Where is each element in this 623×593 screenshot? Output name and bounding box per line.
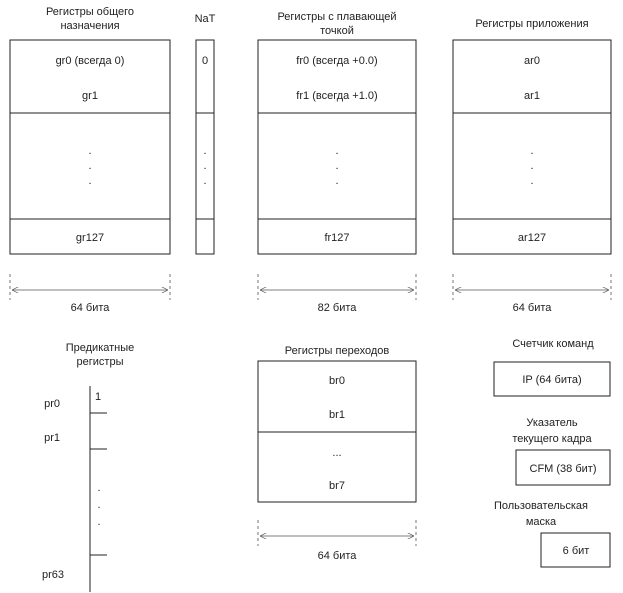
br0-label: br0 — [329, 375, 345, 387]
predicate-ellipsis-dot: . — [97, 499, 100, 511]
app-ellipsis-dot: . — [530, 160, 533, 172]
pr0-label: pr0 — [44, 398, 60, 410]
user-mask: Пользовательская маска 6 бит — [494, 500, 611, 568]
fr127-label: fr127 — [324, 232, 349, 244]
nat-ellipsis-dot: . — [203, 145, 206, 157]
general-register-file — [9, 39, 171, 255]
float-register-file — [257, 39, 417, 255]
float-ellipsis-dot: . — [335, 175, 338, 187]
br7-label: br7 — [329, 480, 345, 492]
general-title-2: назначения — [60, 20, 119, 32]
branch-registers: Регистры переходов br0 br1 ... br7 64 би… — [257, 345, 417, 562]
predicate-title-1: Предикатные — [66, 342, 135, 354]
general-ellipsis-dot: . — [88, 145, 91, 157]
nat-first-value: 0 — [202, 55, 208, 67]
um-title-2: маска — [526, 516, 557, 528]
um-register — [540, 532, 611, 568]
cfm-title-1: Указатель — [526, 417, 578, 429]
float-ellipsis-dot: . — [335, 145, 338, 157]
float-ellipsis-dot: . — [335, 160, 338, 172]
app-title: Регистры приложения — [475, 18, 588, 30]
nat-bit-column — [195, 39, 215, 255]
app-ellipsis-dot: . — [530, 145, 533, 157]
app-width-label: 64 бита — [513, 302, 553, 314]
fr0-label: fr0 (всегда +0.0) — [296, 55, 377, 67]
ar1-label: ar1 — [524, 90, 540, 102]
um-title-1: Пользовательская — [494, 500, 588, 512]
float-width-label: 82 бита — [318, 302, 358, 314]
cfm-register — [515, 449, 611, 486]
app-ellipsis-dot: . — [530, 175, 533, 187]
nat-ellipsis-dot: . — [203, 160, 206, 172]
app-registers: Регистры приложения ar0 ar1 . . . ar127 … — [452, 18, 612, 314]
predicate-ellipsis-dot: . — [97, 516, 100, 528]
nat-column: NaT 0 . . . — [195, 13, 216, 255]
branch-ellipsis: ... — [332, 447, 341, 459]
ar0-label: ar0 — [524, 55, 540, 67]
ip-title: Счетчик команд — [512, 338, 594, 350]
float-title-1: Регистры с плавающей — [277, 11, 396, 23]
um-value: 6 бит — [563, 545, 590, 557]
branch-title: Регистры переходов — [285, 345, 390, 357]
pr63-label: pr63 — [42, 569, 64, 581]
predicate-registers: Предикатные регистры 1 pr0 pr1 pr63 . . … — [42, 342, 134, 592]
ip-register — [493, 361, 611, 397]
br1-label: br1 — [329, 409, 345, 421]
general-width-label: 64 бита — [71, 302, 111, 314]
nat-title: NaT — [195, 13, 216, 25]
general-title-1: Регистры общего — [46, 6, 134, 18]
general-registers: Регистры общего назначения gr0 (всегда 0… — [9, 6, 171, 314]
predicate-title-2: регистры — [77, 356, 124, 368]
ar127-label: ar127 — [518, 232, 546, 244]
float-registers: Регистры с плавающей точкой fr0 (всегда … — [257, 11, 417, 314]
general-ellipsis-dot: . — [88, 175, 91, 187]
current-frame-marker: Указатель текущего кадра CFM (38 бит) — [512, 417, 611, 486]
app-register-file — [452, 39, 612, 255]
ip-value: IP (64 бита) — [522, 374, 581, 386]
fr1-label: fr1 (всегда +1.0) — [296, 90, 377, 102]
pr1-label: pr1 — [44, 432, 60, 444]
gr0-label: gr0 (всегда 0) — [56, 55, 125, 67]
gr1-label: gr1 — [82, 90, 98, 102]
nat-ellipsis-dot: . — [203, 175, 206, 187]
general-ellipsis-dot: . — [88, 160, 91, 172]
branch-width-label: 64 бита — [318, 550, 358, 562]
float-title-2: точкой — [320, 25, 354, 37]
cfm-value: CFM (38 бит) — [530, 463, 597, 475]
instruction-pointer: Счетчик команд IP (64 бита) — [493, 338, 611, 397]
cfm-title-2: текущего кадра — [512, 433, 592, 445]
predicate-ellipsis-dot: . — [97, 482, 100, 494]
gr127-label: gr127 — [76, 232, 104, 244]
predicate-first-value: 1 — [95, 391, 101, 403]
